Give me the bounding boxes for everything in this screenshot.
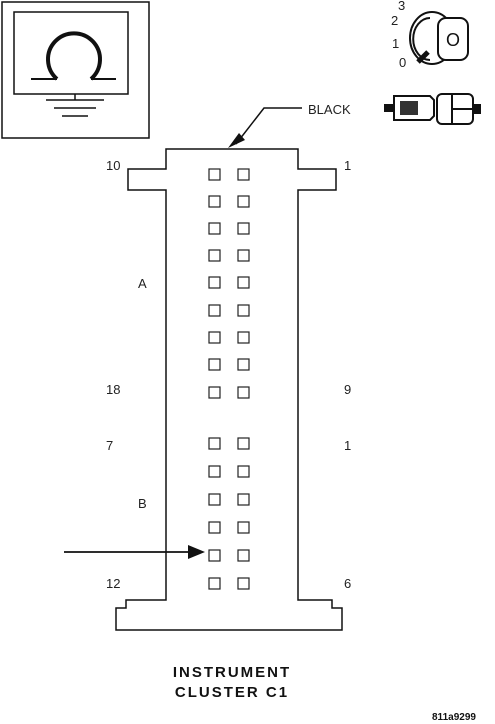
section-b-top-left-pin: 7 (106, 438, 113, 453)
pin-cavity-a-8-1 (208, 358, 221, 371)
ignition-key-icon: 3 2 1 0 O (391, 0, 469, 70)
pin-cavity-b-3-2 (237, 493, 250, 506)
pin-cavity-a-3-2 (237, 222, 250, 235)
pin-cavity-a-9-1 (208, 386, 221, 399)
pin-cavity-a-6-1 (208, 304, 221, 317)
pin-cavity-a-1-1 (208, 168, 221, 181)
section-b-bottom-right-pin: 6 (344, 576, 351, 591)
pin-cavities (208, 168, 250, 590)
pin-cavity-b-2-2 (237, 465, 250, 478)
pin-cavity-b-6-2 (237, 577, 250, 590)
pin-cavity-a-8-2 (237, 358, 250, 371)
pin-cavity-a-7-1 (208, 331, 221, 344)
pin-cavity-b-5-1 (208, 549, 221, 562)
section-b-bottom-left-pin: 12 (106, 576, 120, 591)
pin-cavity-a-1-2 (237, 168, 250, 181)
pin-cavity-a-3-1 (208, 222, 221, 235)
section-a-label: A (138, 276, 147, 291)
section-a-bottom-right-pin: 9 (344, 382, 351, 397)
pin-cavity-b-4-2 (237, 521, 250, 534)
pin-cavity-b-5-2 (237, 549, 250, 562)
figure-code: 811a9299 (432, 712, 476, 723)
connector-title-line1: INSTRUMENT (173, 664, 291, 681)
connector-body (115, 148, 343, 631)
connector-pair-icon (384, 93, 481, 125)
pin-cavity-a-6-2 (237, 304, 250, 317)
color-leader-arrowhead (228, 133, 245, 148)
pin-cavity-a-5-1 (208, 276, 221, 289)
section-a-top-left-pin: 10 (106, 158, 120, 173)
section-b-top-right-pin: 1 (344, 438, 351, 453)
section-a-top-right-pin: 1 (344, 158, 351, 173)
pin-cavity-b-3-1 (208, 493, 221, 506)
ignition-position-1: 1 (392, 36, 399, 51)
pin-cavity-a-4-2 (237, 249, 250, 262)
pin-cavity-a-9-2 (237, 386, 250, 399)
connector-title-line2: CLUSTER C1 (175, 684, 289, 701)
pin-cavity-a-5-2 (237, 276, 250, 289)
ignition-position-3: 3 (398, 0, 405, 13)
pin-indicator-arrowhead (188, 545, 205, 559)
pin-cavity-a-2-1 (208, 195, 221, 208)
pin-cavity-b-1-1 (208, 437, 221, 450)
pin-cavity-a-7-2 (237, 331, 250, 344)
pin-cavity-b-4-1 (208, 521, 221, 534)
ignition-position-0: 0 (399, 55, 406, 70)
pin-cavity-b-6-1 (208, 577, 221, 590)
pin-cavity-a-4-1 (208, 249, 221, 262)
ignition-key-label: O (446, 30, 460, 50)
color-leader-line (235, 107, 302, 145)
pin-cavity-b-2-1 (208, 465, 221, 478)
ohm-meter-ground-icon (1, 1, 150, 139)
section-a-bottom-left-pin: 18 (106, 382, 120, 397)
connector-color-label: BLACK (308, 102, 351, 117)
pin-cavity-a-2-2 (237, 195, 250, 208)
section-b-label: B (138, 496, 147, 511)
pin-cavity-b-1-2 (237, 437, 250, 450)
ignition-position-2: 2 (391, 13, 398, 28)
